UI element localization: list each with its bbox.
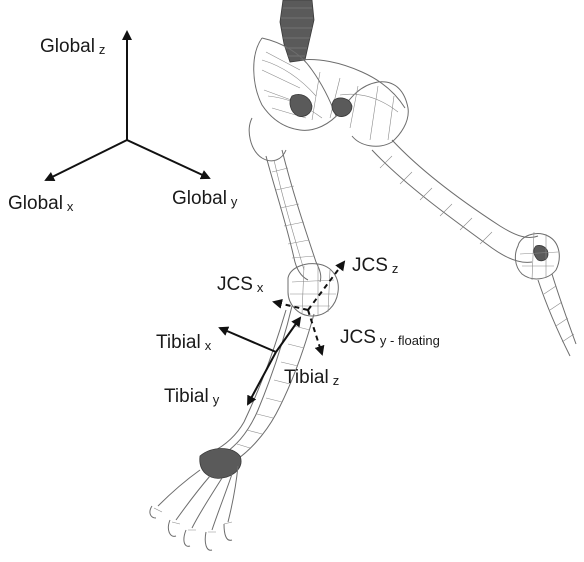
tibial-z-name: Tibial [284, 367, 329, 388]
global-y-arrow [127, 140, 209, 178]
right-knee-wireframe [515, 232, 559, 280]
global-z-subscript: z [99, 42, 106, 57]
global-z-name: Global [40, 36, 95, 57]
jcs-y-subscript: y - floating [380, 333, 440, 348]
global-y-name: Global [172, 188, 227, 209]
left-femur-wireframe [249, 118, 321, 282]
jcs-y-name: JCS [340, 327, 376, 348]
pelvis-wireframe [254, 38, 409, 146]
global-x-subscript: x [67, 199, 74, 214]
tibial-x-subscript: x [205, 338, 212, 353]
tibial-y-subscript: y [213, 392, 220, 407]
jcs-x-name: JCS [217, 274, 253, 295]
right-femur-wireframe [372, 140, 538, 262]
jcs-x-label: JCS x [217, 274, 264, 295]
left-knee-wireframe [288, 264, 338, 316]
jcs-x-subscript: x [257, 280, 264, 295]
global-x-arrow [46, 140, 127, 180]
tibial-axes [220, 318, 300, 404]
tibial-z-subscript: z [333, 373, 340, 388]
tibial-y-arrow [248, 352, 276, 404]
tibial-x-arrow [220, 328, 276, 352]
tibial-x-name: Tibial [156, 332, 201, 353]
jcs-z-subscript: z [392, 261, 399, 276]
jcs-y-label: JCS y - floating [340, 327, 440, 348]
jcs-y-floating-arrow [308, 310, 322, 354]
jcs-z-label: JCS z [352, 255, 398, 276]
left-foot-wireframe [150, 449, 241, 551]
jcs-z-name: JCS [352, 255, 388, 276]
right-tibia-wireframe [538, 274, 576, 356]
global-x-name: Global [8, 193, 63, 214]
spine-wireframe [280, 0, 314, 62]
global-y-subscript: y [231, 194, 238, 209]
tibial-y-name: Tibial [164, 386, 209, 407]
